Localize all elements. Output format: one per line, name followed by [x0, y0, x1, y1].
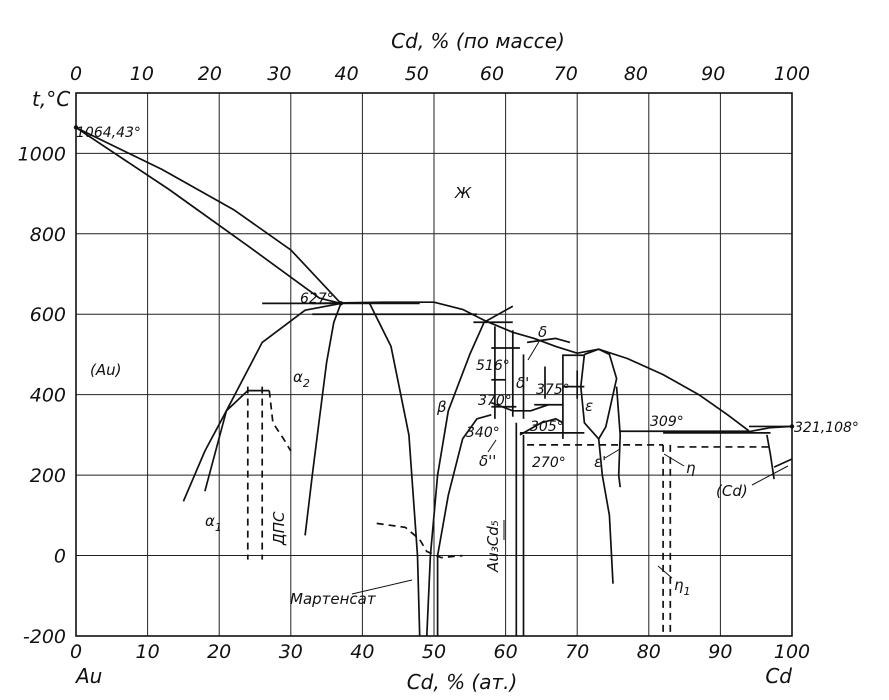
phase-boundary-25 — [773, 458, 793, 468]
phase-epsilon: ε — [585, 397, 593, 415]
top-axis-title: Cd, % (по массе) — [391, 29, 565, 53]
top-tick-label: 40 — [335, 63, 359, 85]
y-tick-label: 0 — [54, 546, 66, 568]
bottom-axis-title: Cd, % (ат.) — [407, 670, 518, 694]
y-tick-label: 400 — [30, 385, 66, 407]
label-leaders — [351, 339, 789, 595]
top-tick-label: 30 — [267, 63, 291, 85]
phase-boundaries — [73, 125, 795, 637]
leader-martensite — [351, 579, 413, 595]
y-tick-label: 600 — [30, 304, 66, 326]
label-627: 627° — [300, 291, 334, 307]
phase-boundary-18 — [579, 348, 618, 440]
bottom-tick-label: 100 — [774, 641, 810, 663]
y-tick-label: 800 — [30, 224, 66, 246]
phase-boundary-5 — [204, 302, 342, 492]
bottom-tick-label: 10 — [136, 641, 160, 663]
leader-eta — [663, 453, 685, 467]
phase-eta1: η1 — [674, 576, 691, 598]
top-tick-label: 60 — [480, 63, 504, 85]
leader-delta — [527, 339, 541, 361]
special-point-2 — [789, 424, 795, 429]
label-cd-melt: 321,108° — [794, 420, 859, 436]
bottom-tick-label: 60 — [494, 641, 518, 663]
top-tick-label: 10 — [130, 63, 154, 85]
phase-boundary-8 — [425, 305, 514, 637]
leader-eta1 — [657, 565, 673, 579]
phase-martensite: Мартенсат — [290, 590, 377, 608]
special-point-0 — [73, 125, 79, 130]
phase-boundary-29 — [376, 522, 463, 559]
y-tick-label: 1000 — [18, 143, 66, 165]
leader-cd — [751, 465, 789, 486]
phase-boundary-2 — [312, 301, 750, 432]
phase-delta-prime: δ' — [516, 374, 529, 392]
top-tick-label: 70 — [554, 63, 578, 85]
phase-delta-double-prime: δ'' — [479, 452, 496, 470]
phase-boundary-20 — [615, 386, 622, 488]
bottom-tick-label: 90 — [708, 641, 732, 663]
bottom-tick-label: 80 — [637, 641, 661, 663]
top-tick-label: 90 — [701, 63, 725, 85]
phase-dps: ДПС — [270, 511, 288, 546]
leader-epsilon-prime — [604, 448, 621, 459]
phase-au3cd5: Au₃Cd₅ — [484, 520, 502, 573]
y-tick-label: -200 — [23, 626, 66, 648]
special-point-1 — [338, 301, 344, 306]
plot-frame — [75, 92, 793, 637]
phase-beta: β — [436, 398, 447, 416]
phase-boundary-0 — [75, 126, 342, 305]
bottom-tick-label: 40 — [350, 641, 374, 663]
phase-au: (Au) — [90, 361, 121, 379]
phase-boundary-4 — [182, 389, 270, 502]
bottom-tick-label: 30 — [279, 641, 303, 663]
bottom-tick-label: 20 — [207, 641, 231, 663]
grid-lines — [76, 93, 792, 636]
phase-boundary-7 — [368, 303, 421, 637]
phase-boundary-24 — [766, 434, 775, 480]
phase-boundary-19 — [597, 438, 614, 584]
leader-delta-double-prime — [487, 439, 497, 453]
top-tick-label: 80 — [624, 63, 648, 85]
phase-boundary-23 — [519, 417, 564, 436]
bottom-right-element: Cd — [765, 664, 792, 688]
phase-boundary-26 — [268, 390, 292, 452]
phase-alpha1: α1 — [205, 512, 222, 534]
label-516: 516° — [476, 358, 510, 374]
label-375: 375° — [536, 382, 570, 398]
y-axis-title: t,°C — [32, 87, 70, 111]
label-270: 270° — [532, 455, 566, 471]
top-tick-label: 100 — [774, 63, 810, 85]
top-tick-label: 50 — [405, 63, 429, 85]
phase-epsilon-prime: ε' — [594, 453, 606, 471]
bottom-left-element: Au — [74, 664, 102, 688]
plot-border — [75, 92, 793, 637]
label-305: 305° — [530, 419, 564, 435]
phase-cd: (Cd) — [716, 482, 748, 500]
phase-delta: δ — [538, 323, 547, 341]
label-370: 370° — [478, 393, 512, 409]
bottom-tick-label: 50 — [422, 641, 446, 663]
label-au-melt: 1064,43° — [76, 125, 141, 141]
label-309: 309° — [650, 414, 684, 430]
label-340: 340° — [466, 425, 500, 441]
phase-boundary-9 — [436, 413, 492, 636]
phase-liquid: Ж — [454, 184, 472, 202]
phase-boundary-1 — [75, 126, 342, 304]
top-tick-label: 20 — [198, 63, 222, 85]
bottom-tick-label: 0 — [70, 641, 82, 663]
phase-alpha2: α2 — [293, 368, 310, 390]
bottom-tick-label: 70 — [565, 641, 589, 663]
top-tick-label: 0 — [70, 63, 82, 85]
phase-boundary-6 — [304, 303, 342, 536]
phase-boundary-21 — [526, 337, 571, 344]
y-tick-label: 200 — [30, 465, 66, 487]
phase-eta: η — [686, 459, 696, 477]
